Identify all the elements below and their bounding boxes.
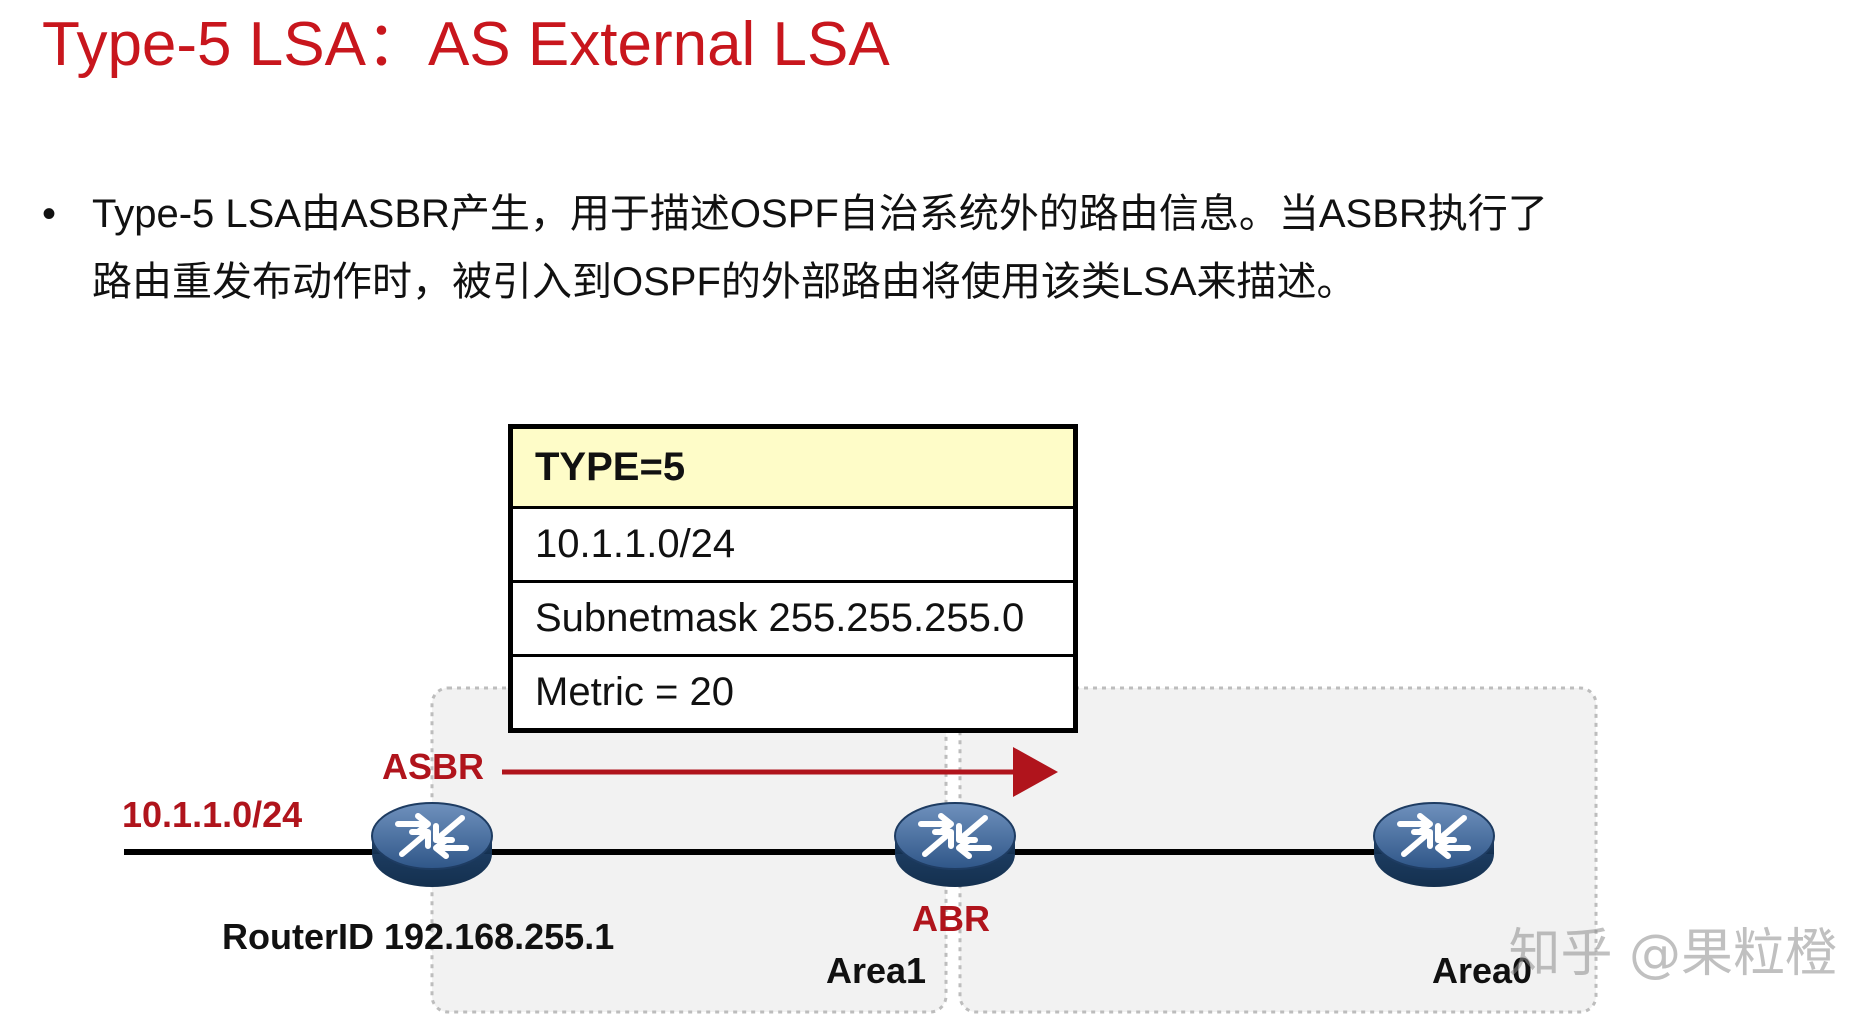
abr-router-icon: [895, 803, 1015, 887]
lsa-prefix: 10.1.1.0/24: [513, 506, 1073, 580]
area0-label: Area0: [1432, 950, 1533, 991]
zhihu-watermark: 知乎 @果粒橙: [1508, 924, 1837, 984]
bullet-text: Type-5 LSA由ASBR产生，用于描述OSPF自治系统外的路由信息。当AS…: [92, 180, 1742, 316]
router-id-label: RouterID 192.168.255.1: [222, 916, 615, 957]
lsa-subnetmask: Subnetmask 255.255.255.0: [513, 580, 1073, 654]
area1-label: Area1: [826, 950, 927, 991]
bullet-line-2: 路由重发布动作时，被引入到OSPF的外部路由将使用该类LSA来描述。: [92, 260, 1357, 304]
asbr-label: ASBR: [382, 746, 485, 787]
bullet-dot: •: [42, 192, 57, 236]
lsa-header: TYPE=5: [513, 429, 1073, 506]
description-bullet: • Type-5 LSA由ASBR产生，用于描述OSPF自治系统外的路由信息。当…: [42, 180, 1742, 316]
bullet-line-1: Type-5 LSA由ASBR产生，用于描述OSPF自治系统外的路由信息。当AS…: [92, 192, 1548, 236]
lsa-type5-table: TYPE=5 10.1.1.0/24 Subnetmask 255.255.25…: [508, 424, 1078, 733]
area0-router-icon: [1374, 803, 1494, 887]
lsa-metric: Metric = 20: [513, 654, 1073, 728]
external-network-label: 10.1.1.0/24: [122, 794, 303, 835]
abr-label: ABR: [912, 898, 990, 939]
slide-title: Type-5 LSA：AS External LSA: [42, 10, 890, 79]
asbr-router-icon: [372, 803, 492, 887]
